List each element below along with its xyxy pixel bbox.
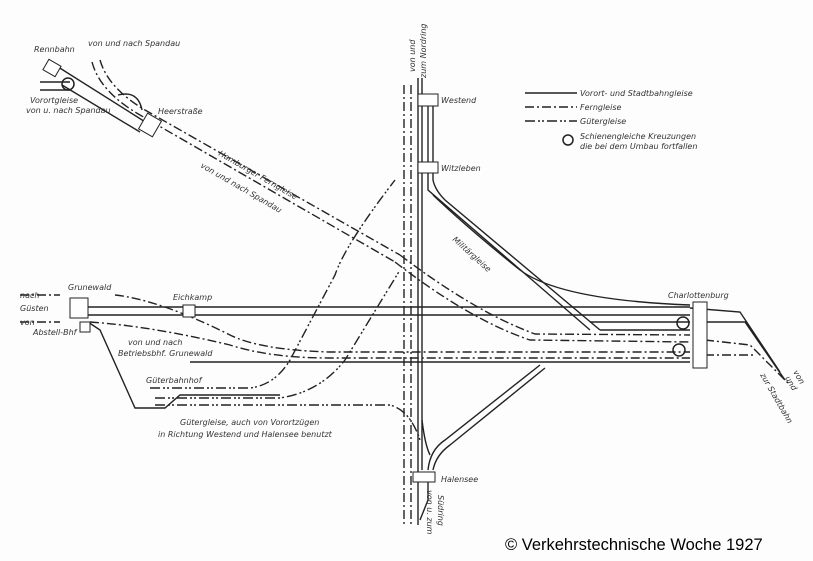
crossing-circle-icon — [61, 77, 75, 91]
label-guesten: Güsten — [20, 304, 49, 313]
label-abstell: Abstell-Bhf — [32, 328, 78, 337]
label-suedring-2: Südring — [436, 495, 445, 526]
station-eichkamp-box — [182, 304, 196, 318]
spandau-tracks — [40, 58, 401, 263]
legend-label: die bei dem Umbau fortfallen — [580, 142, 697, 151]
label-suedring-1: von u. zum — [425, 490, 434, 535]
label-halensee: Halensee — [441, 475, 478, 484]
legend-label: Schienengleiche Kreuzungen — [580, 132, 696, 141]
station-charlottenburg-box — [692, 301, 708, 369]
station-halensee-box — [412, 471, 436, 483]
label-von: von — [20, 318, 35, 327]
hamburger-ferngleise — [394, 261, 691, 343]
copyright-notice: © Verkehrstechnische Woche 1927 — [505, 536, 763, 554]
horizontal-tracks — [20, 179, 791, 441]
legend: Vorort- und Stadtbahngleise Ferngleise G… — [525, 89, 697, 151]
label-vorortgleise-2: von u. nach Spandau — [26, 106, 111, 115]
station-grunewald-box — [69, 297, 89, 319]
label-witzleben: Witzleben — [441, 164, 481, 173]
legend-label: Ferngleise — [580, 103, 621, 112]
station-witzleben-box — [417, 161, 439, 174]
label-gueter-note-2: in Richtung Westend und Halensee benutzt — [158, 430, 333, 439]
legend-label: Gütergleise — [580, 117, 626, 126]
station-westend-box — [417, 93, 439, 107]
label-spandau-top: von und nach Spandau — [88, 39, 180, 48]
hamburger-ferngleise-2 — [399, 254, 691, 336]
legend-label: Vorort- und Stadtbahngleise — [580, 89, 693, 98]
label-heerstrasse: Heerstraße — [158, 107, 203, 116]
label-rennbahn: Rennbahn — [34, 45, 75, 54]
label-nordring-1: von und — [408, 39, 417, 72]
label-vorortgleise-1: Vorortgleise — [30, 96, 78, 105]
label-betriebsbhf-1: von und nach — [128, 338, 182, 347]
label-grunewald: Grunewald — [68, 283, 112, 292]
ring-tracks — [403, 78, 691, 525]
label-westend: Westend — [441, 96, 477, 105]
label-betriebsbhf-2: Betriebsbhf. Grunewald — [118, 349, 213, 358]
label-nordring-2: zum Nordring — [419, 23, 428, 79]
label-charlottenburg: Charlottenburg — [668, 291, 729, 300]
label-gueterbahnhof: Güterbahnhof — [146, 376, 203, 385]
label-eichkamp: Eichkamp — [173, 293, 212, 302]
legend-circle-icon — [562, 134, 574, 146]
label-gueter-note-1: Gütergleise, auch von Vorortzügen — [180, 418, 319, 427]
station-heerstrasse-box — [137, 112, 163, 138]
abstell-box — [79, 321, 91, 333]
station-rennbahn-box — [42, 58, 62, 78]
crossing-circle-icon — [676, 316, 690, 330]
crossing-circle-icon — [672, 343, 686, 357]
label-nach: nach — [20, 291, 39, 300]
